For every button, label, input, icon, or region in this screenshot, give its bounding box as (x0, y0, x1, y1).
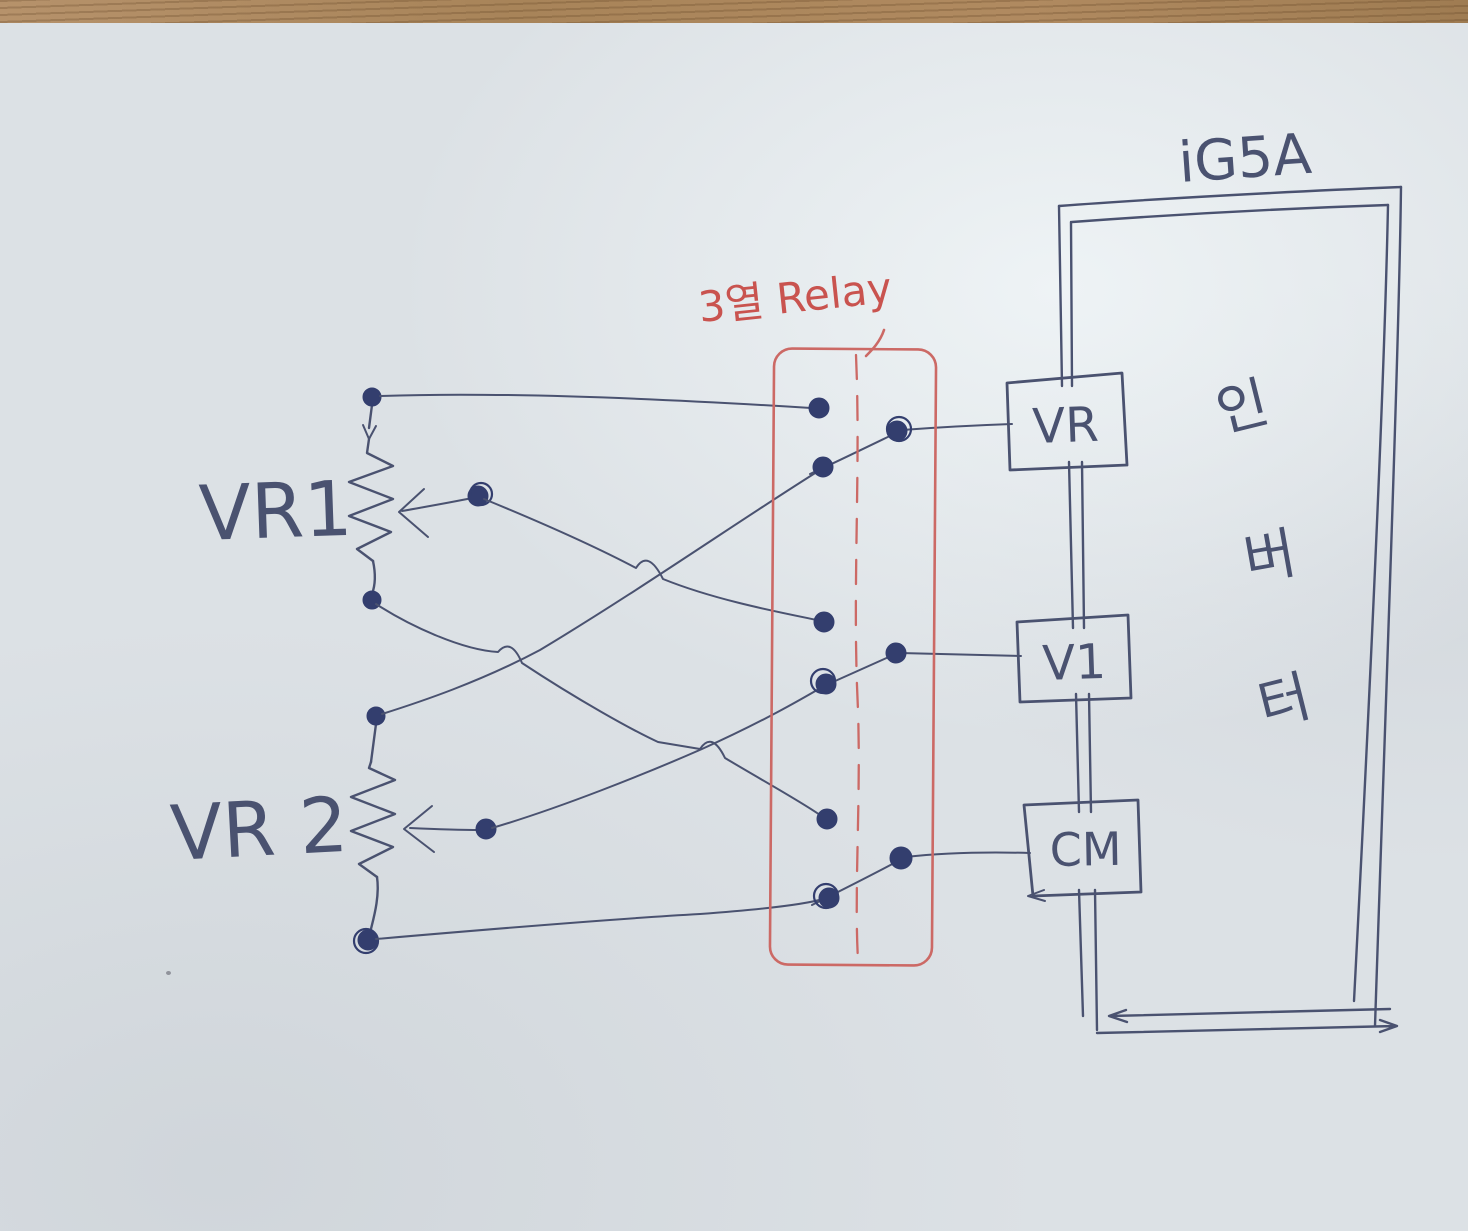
inverter-name-char-1: 인 (1210, 370, 1276, 446)
left-edge-seg-vr-v1 (1067, 460, 1086, 630)
vr1-wiper-junction-scribble (468, 481, 494, 507)
vr1-bottom-lead (370, 559, 376, 596)
contact-c1 (816, 808, 838, 830)
inverter-terminals: VR V1 CM (1005, 371, 1143, 902)
terminal-label-cm: CM (1049, 822, 1122, 877)
vr1-top-junction (362, 387, 382, 407)
terminal-label-vr: VR (1031, 397, 1099, 455)
vr2-resistor-zigzag (349, 760, 397, 879)
vr2-top-junction (366, 706, 386, 726)
left-edge-seg-v1-cm (1074, 692, 1093, 814)
vr2-label: VR 2 (168, 780, 350, 878)
relay-contacts (808, 397, 913, 910)
inverter-box: iG5A 인 버 터 (1057, 122, 1403, 1035)
left-edge-seg-top (1057, 204, 1074, 388)
relay-arm-pole3 (811, 860, 899, 906)
relay-label-tail (864, 328, 886, 358)
wire-r2-to-v1-terminal (899, 652, 1022, 657)
inverter-name-char-3: 터 (1252, 664, 1318, 740)
vr2-bottom-lead (368, 875, 379, 935)
contact-a2 (812, 456, 834, 478)
relay-label: 3열 Relay (696, 263, 894, 332)
relay-dashed-divider (854, 353, 860, 962)
contact-a1 (808, 397, 830, 419)
top-edge-inner (1070, 203, 1390, 224)
vr1-top-lead (367, 403, 374, 430)
common-r3 (889, 846, 913, 870)
vr1-label: VR1 (198, 464, 354, 558)
contact-c2-scribble (812, 882, 840, 910)
wire-vr1wiper-to-b1 (483, 498, 818, 621)
terminal-label-v1: V1 (1041, 634, 1106, 692)
vr1-potentiometer: VR1 (198, 387, 494, 610)
common-r2 (885, 642, 907, 664)
pen-speck (166, 971, 171, 975)
wire-vr1bot-to-c1 (375, 603, 821, 816)
terminal-box-cm (1022, 798, 1143, 898)
wire-vr2wiper-to-b2-arm (491, 655, 892, 829)
wire-r1-to-vr-terminal (901, 423, 1013, 431)
inverter-model-label: iG5A (1176, 122, 1313, 196)
right-edge-inner (1352, 203, 1390, 1003)
vr1-wiper-arrowhead (398, 488, 429, 538)
common-r1-scribble (885, 415, 913, 443)
vr1-resistor-zigzag (347, 437, 395, 563)
terminal-box-vr (1005, 371, 1129, 472)
top-edge-outer (1057, 185, 1403, 208)
wire-a2-to-vr2top (381, 469, 821, 715)
vr2-potentiometer: VR 2 (168, 706, 497, 955)
vr2-bottom-junction-scribble (352, 927, 380, 955)
right-edge-outer (1373, 185, 1403, 1028)
contact-b2 (815, 673, 837, 695)
vr1-wiper-line (401, 497, 473, 512)
wire-vr2bot-to-c2 (375, 898, 824, 940)
vr2-wiper-line (409, 827, 481, 831)
vr2-wiper-arrowhead (403, 805, 435, 853)
contact-b1 (813, 611, 835, 633)
vr2-wiper-junction (475, 818, 497, 840)
terminal-box-v1 (1015, 613, 1133, 704)
wire-r3-to-cm-terminal (904, 851, 1031, 858)
left-edge-seg-bottom (1077, 888, 1099, 1032)
wires (375, 393, 1031, 940)
terminal-cm-bottom-arrow (1027, 889, 1061, 902)
wire-vr1top-to-a1 (379, 393, 812, 409)
bottom-edge-outer (1095, 1018, 1399, 1035)
relay-outline (768, 347, 938, 967)
bottom-edge-inner (1107, 1007, 1392, 1024)
vr2-top-lead (369, 722, 378, 764)
inverter-name-char-2: 버 (1239, 521, 1301, 594)
contact-b2-scribble (809, 667, 837, 695)
